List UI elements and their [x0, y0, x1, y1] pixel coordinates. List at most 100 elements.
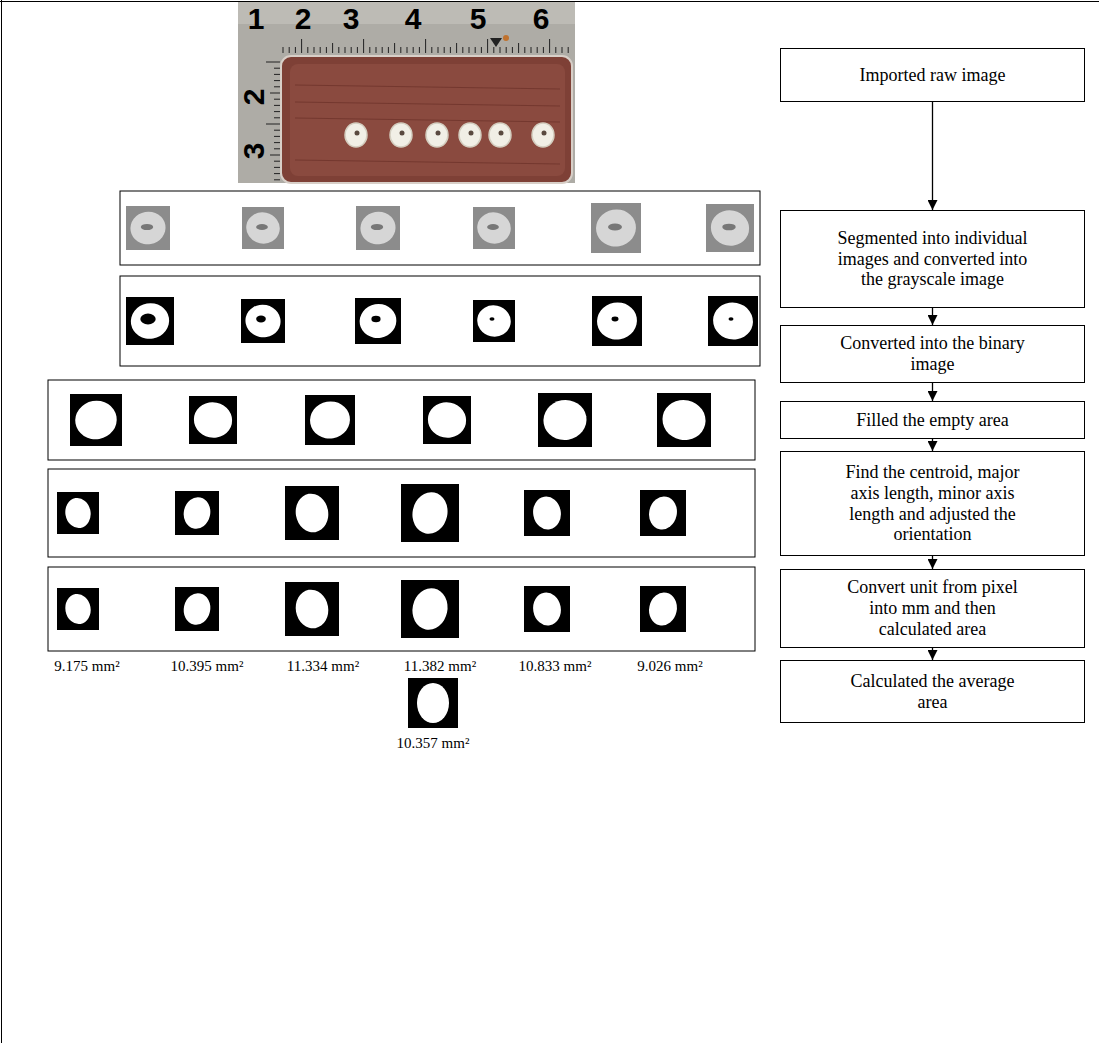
- sample-spot: [608, 224, 622, 231]
- texture: [295, 118, 560, 122]
- flow-arrow: [932, 556, 933, 569]
- ruler-tick: [481, 47, 482, 53]
- sample-blob: [710, 299, 757, 344]
- sample-spot: [256, 224, 268, 230]
- frame-line: [1, 0, 2, 1043]
- sample-tile: [242, 207, 284, 249]
- container-inner: [290, 64, 565, 176]
- process-box: Filled the empty area: [780, 401, 1085, 439]
- ruler-tick: [274, 86, 280, 87]
- step-text: Filled the empty area: [856, 410, 1008, 431]
- ruler-tick: [270, 155, 280, 156]
- ruler-tick: [524, 47, 525, 53]
- sample-spot: [487, 224, 499, 230]
- panel-frame: [48, 469, 755, 557]
- sample-tile: [473, 207, 515, 249]
- image-panel: [48, 469, 755, 557]
- sample-blob: [593, 206, 639, 249]
- sample-tile: [285, 486, 339, 540]
- ruler-tick: [283, 47, 284, 53]
- ruler-tick: [274, 179, 280, 180]
- sample-blob: [181, 591, 213, 627]
- sample-tile: [189, 396, 237, 444]
- panel-frame: [120, 191, 760, 265]
- process-box: Convert unit from pixel into mm and then…: [780, 569, 1085, 648]
- ruler-tick: [274, 99, 280, 100]
- step-text: Calculated the average area: [837, 671, 1029, 712]
- ruler-tick: [289, 47, 290, 53]
- sample-tile: [305, 395, 355, 445]
- sample-blob: [409, 489, 452, 537]
- ruler-tick: [266, 62, 280, 63]
- ruler-number: 5: [470, 4, 487, 34]
- sample-tile: [706, 204, 754, 252]
- average-value: 10.357 mm²: [397, 734, 470, 752]
- image-panel: [48, 380, 755, 460]
- frame-line: [0, 1, 1099, 2]
- sample-hole: [612, 317, 619, 322]
- panel-frame: [120, 276, 760, 366]
- ruler-tick: [493, 47, 494, 53]
- seed-dot: [390, 123, 412, 147]
- sample-blob: [72, 397, 120, 442]
- sample-blob: [659, 396, 710, 444]
- ruler-tick: [431, 47, 432, 53]
- ruler-tick: [274, 148, 280, 149]
- texture: [295, 160, 560, 164]
- sample-blob: [243, 209, 282, 246]
- ruler-tick: [394, 43, 395, 53]
- seed-dot: [426, 123, 448, 147]
- ruler-tick: [332, 43, 333, 53]
- sample-blob: [128, 300, 172, 342]
- sample-tile: [423, 396, 471, 444]
- process-box: Imported raw image: [780, 48, 1085, 102]
- sample-tile: [657, 393, 711, 447]
- image-panel: [48, 567, 755, 651]
- ruler-tick: [518, 43, 519, 53]
- ruler-tick: [320, 47, 321, 53]
- process-box: Find the centroid, major axis length, mi…: [780, 451, 1085, 556]
- flow-arrow: [932, 439, 933, 451]
- ruler-tick: [555, 47, 556, 53]
- ruler-tick: [382, 47, 383, 53]
- image-panel: [120, 191, 760, 265]
- ruler-number: 1: [248, 4, 265, 34]
- sample-hole: [729, 317, 734, 321]
- ruler-tick: [500, 47, 501, 53]
- ruler-tick: [456, 43, 457, 53]
- area-value: 11.334 mm²: [287, 657, 359, 675]
- ruler-tick: [487, 39, 488, 53]
- seed-dot: [459, 123, 481, 147]
- sample-tile: [524, 586, 570, 632]
- rust-spot: [503, 35, 509, 41]
- ruler-tick: [425, 39, 426, 53]
- flow-arrow: [932, 102, 933, 210]
- photo: [238, 2, 575, 183]
- seed-spot: [469, 131, 474, 136]
- ruler-marker: [490, 38, 502, 47]
- ruler-tick: [274, 173, 280, 174]
- sample-blob: [181, 495, 213, 531]
- sample-tile: [708, 296, 758, 346]
- ruler-tick: [274, 130, 280, 131]
- ruler-tick: [357, 47, 358, 53]
- process-box: Segmented into individual images and con…: [780, 210, 1085, 308]
- average-blob: [417, 683, 449, 723]
- sample-tile: [126, 297, 174, 345]
- ruler-tick: [369, 47, 370, 53]
- sample-blob: [358, 209, 398, 247]
- sample-hole: [489, 317, 494, 321]
- ruler-metal: [238, 2, 575, 183]
- sample-tile: [592, 296, 642, 346]
- flow-arrow: [932, 648, 933, 660]
- ruler-tick: [345, 47, 346, 53]
- sample-blob: [474, 209, 513, 246]
- area-value: 9.175 mm²: [54, 657, 119, 675]
- seed-dot: [532, 123, 554, 147]
- image-panel: [120, 276, 760, 366]
- ruler-number: 2: [239, 89, 269, 106]
- sample-spot: [722, 224, 735, 231]
- texture: [295, 85, 560, 89]
- seed-spot: [436, 131, 441, 136]
